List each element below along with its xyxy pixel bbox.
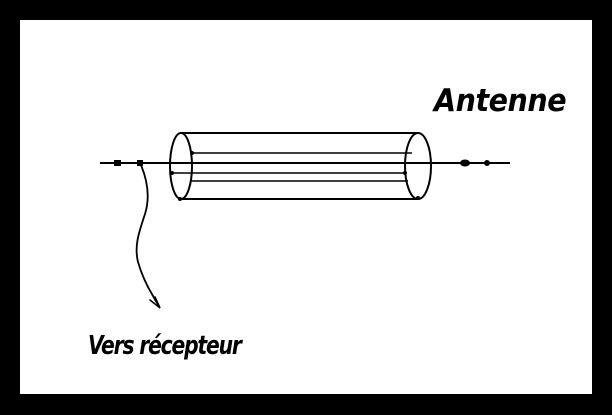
antenna-label: Antenne: [434, 83, 567, 119]
left-connector-node-1: [114, 160, 121, 166]
receiver-lead-arrowhead: [149, 296, 161, 309]
junction-dot-right-mid: [403, 171, 407, 175]
cable-left-end: [169, 132, 193, 200]
cable-right-end: [404, 132, 432, 200]
junction-dot-left-mid: [170, 171, 174, 175]
junction-dot-right-bottom: [416, 196, 420, 200]
receiver-label: Vers récepteur: [88, 331, 242, 361]
right-connector-node-2: [484, 160, 490, 166]
white-panel: [20, 20, 592, 394]
junction-dot-left-bottom: [178, 197, 182, 201]
right-connector-node-1: [460, 159, 470, 167]
receiver-lead-wire: [135, 164, 160, 307]
left-connector-node-2: [137, 160, 143, 166]
junction-dot-left-top: [190, 151, 194, 155]
